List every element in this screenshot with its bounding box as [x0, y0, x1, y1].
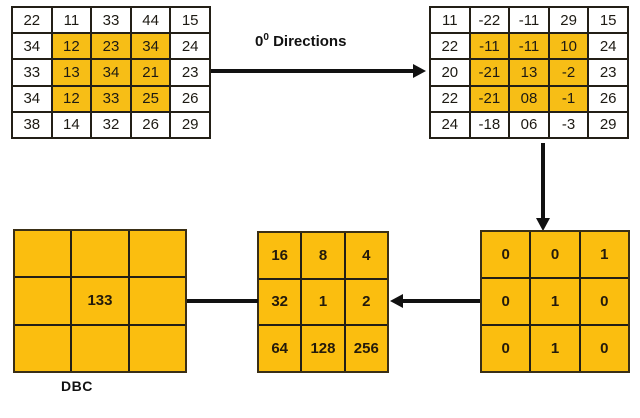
- matrix-cell: 15: [589, 8, 627, 33]
- matrix-cell: 24: [589, 34, 627, 59]
- matrix-cell: 22: [13, 8, 51, 33]
- matrix-cell: 08: [510, 86, 548, 111]
- matrix-cell: 22: [431, 86, 469, 111]
- matrix-cell: 32: [92, 112, 130, 137]
- arrow-head-left-icon: [390, 294, 403, 308]
- matrix-cell: 44: [131, 8, 170, 33]
- matrix-cell: 1: [302, 279, 344, 325]
- matrix-cell: -22: [470, 8, 509, 33]
- direction-value: 0: [255, 33, 264, 50]
- matrix-cell: 1: [531, 279, 579, 324]
- matrix-cell: 15: [171, 8, 209, 33]
- dbc-caption: DBC: [61, 378, 93, 394]
- matrix-cell: 26: [131, 112, 170, 137]
- matrix-cell: 24: [431, 112, 469, 137]
- arrow-head-right-icon: [413, 64, 426, 78]
- matrix-cell: 34: [92, 60, 130, 85]
- matrix-cell: 22: [431, 34, 469, 59]
- matrix-cell: 26: [589, 86, 627, 111]
- matrix-cell: 8: [302, 233, 344, 278]
- matrix-cell: 34: [131, 34, 170, 59]
- matrix-cell: 33: [13, 60, 51, 85]
- matrix-cell: -11: [510, 8, 548, 33]
- matrix-cell: 21: [131, 60, 170, 85]
- matrix-cell: 29: [171, 112, 209, 137]
- matrix-cell: -21: [470, 86, 509, 111]
- matrix-cell: -3: [549, 112, 588, 137]
- matrix-cell: -18: [470, 112, 509, 137]
- matrix-cell: -2: [549, 60, 588, 85]
- matrix-cell: 0: [482, 326, 530, 371]
- matrix-cell: -21: [470, 60, 509, 85]
- direction-text: Directions: [273, 33, 347, 50]
- matrix-cell: [129, 278, 185, 324]
- matrix-cell: 26: [171, 86, 209, 111]
- matrix-cell: [15, 325, 71, 371]
- matrix-cell: 23: [589, 60, 627, 85]
- matrix-cell: 29: [549, 8, 588, 33]
- matrix-cell: 06: [510, 112, 548, 137]
- matrix-cell: 16: [259, 233, 301, 278]
- matrix-cell: 32: [259, 279, 301, 325]
- matrix-cell: 20: [431, 60, 469, 85]
- matrix-cell: 0: [580, 279, 628, 324]
- matrix-cell: -1: [549, 86, 588, 111]
- arrow-shaft: [178, 299, 258, 303]
- matrix-cell: 4: [345, 233, 387, 278]
- matrix-cell: 29: [589, 112, 627, 137]
- matrix-cell: 1: [531, 326, 579, 371]
- matrix-cell: 11: [431, 8, 469, 33]
- matrix-cell: [129, 231, 185, 277]
- matrix-cell: [72, 325, 128, 371]
- matrix-cell: 25: [131, 86, 170, 111]
- matrix-cell: 33: [92, 8, 130, 33]
- matrix-cell: [15, 278, 71, 324]
- matrix-cell: 24: [171, 34, 209, 59]
- matrix-cell: 12: [52, 34, 91, 59]
- matrix-cell: 0: [482, 232, 530, 277]
- matrix-cell: 34: [13, 86, 51, 111]
- degree-symbol: 0: [263, 32, 269, 43]
- arrow-shaft: [211, 69, 415, 73]
- arrow-shaft: [401, 299, 480, 303]
- matrix-cell: 34: [13, 34, 51, 59]
- matrix-cell: 23: [171, 60, 209, 85]
- matrix-cell: 256: [345, 326, 387, 371]
- matrix-cell: 128: [302, 326, 344, 371]
- arrow-head-down-icon: [536, 218, 550, 231]
- matrix-cell: 33: [92, 86, 130, 111]
- matrix-cell: 23: [92, 34, 130, 59]
- matrix-cell: 133: [72, 278, 128, 324]
- matrix-cell: 13: [510, 60, 548, 85]
- matrix-cell: 2: [345, 279, 387, 325]
- matrix-cell: 14: [52, 112, 91, 137]
- direction-label: 00 Directions: [255, 32, 346, 50]
- matrix-cell: [129, 325, 185, 371]
- matrix-cell: 1: [580, 232, 628, 277]
- matrix-cell: 12: [52, 86, 91, 111]
- matrix-cell: 0: [482, 279, 530, 324]
- matrix-cell: 0: [580, 326, 628, 371]
- matrix-cell: -11: [510, 34, 548, 59]
- matrix-cell: 0: [531, 232, 579, 277]
- matrix-cell: 38: [13, 112, 51, 137]
- matrix-cell: -11: [470, 34, 509, 59]
- dbc-result-matrix: 133: [13, 229, 187, 373]
- matrix-cell: 10: [549, 34, 588, 59]
- matrix-cell: [15, 231, 71, 277]
- matrix-cell: 13: [52, 60, 91, 85]
- matrix-cell: [72, 231, 128, 277]
- matrix-cell: 64: [259, 326, 301, 371]
- matrix-cell: 11: [52, 8, 91, 33]
- arrow-shaft: [541, 143, 545, 223]
